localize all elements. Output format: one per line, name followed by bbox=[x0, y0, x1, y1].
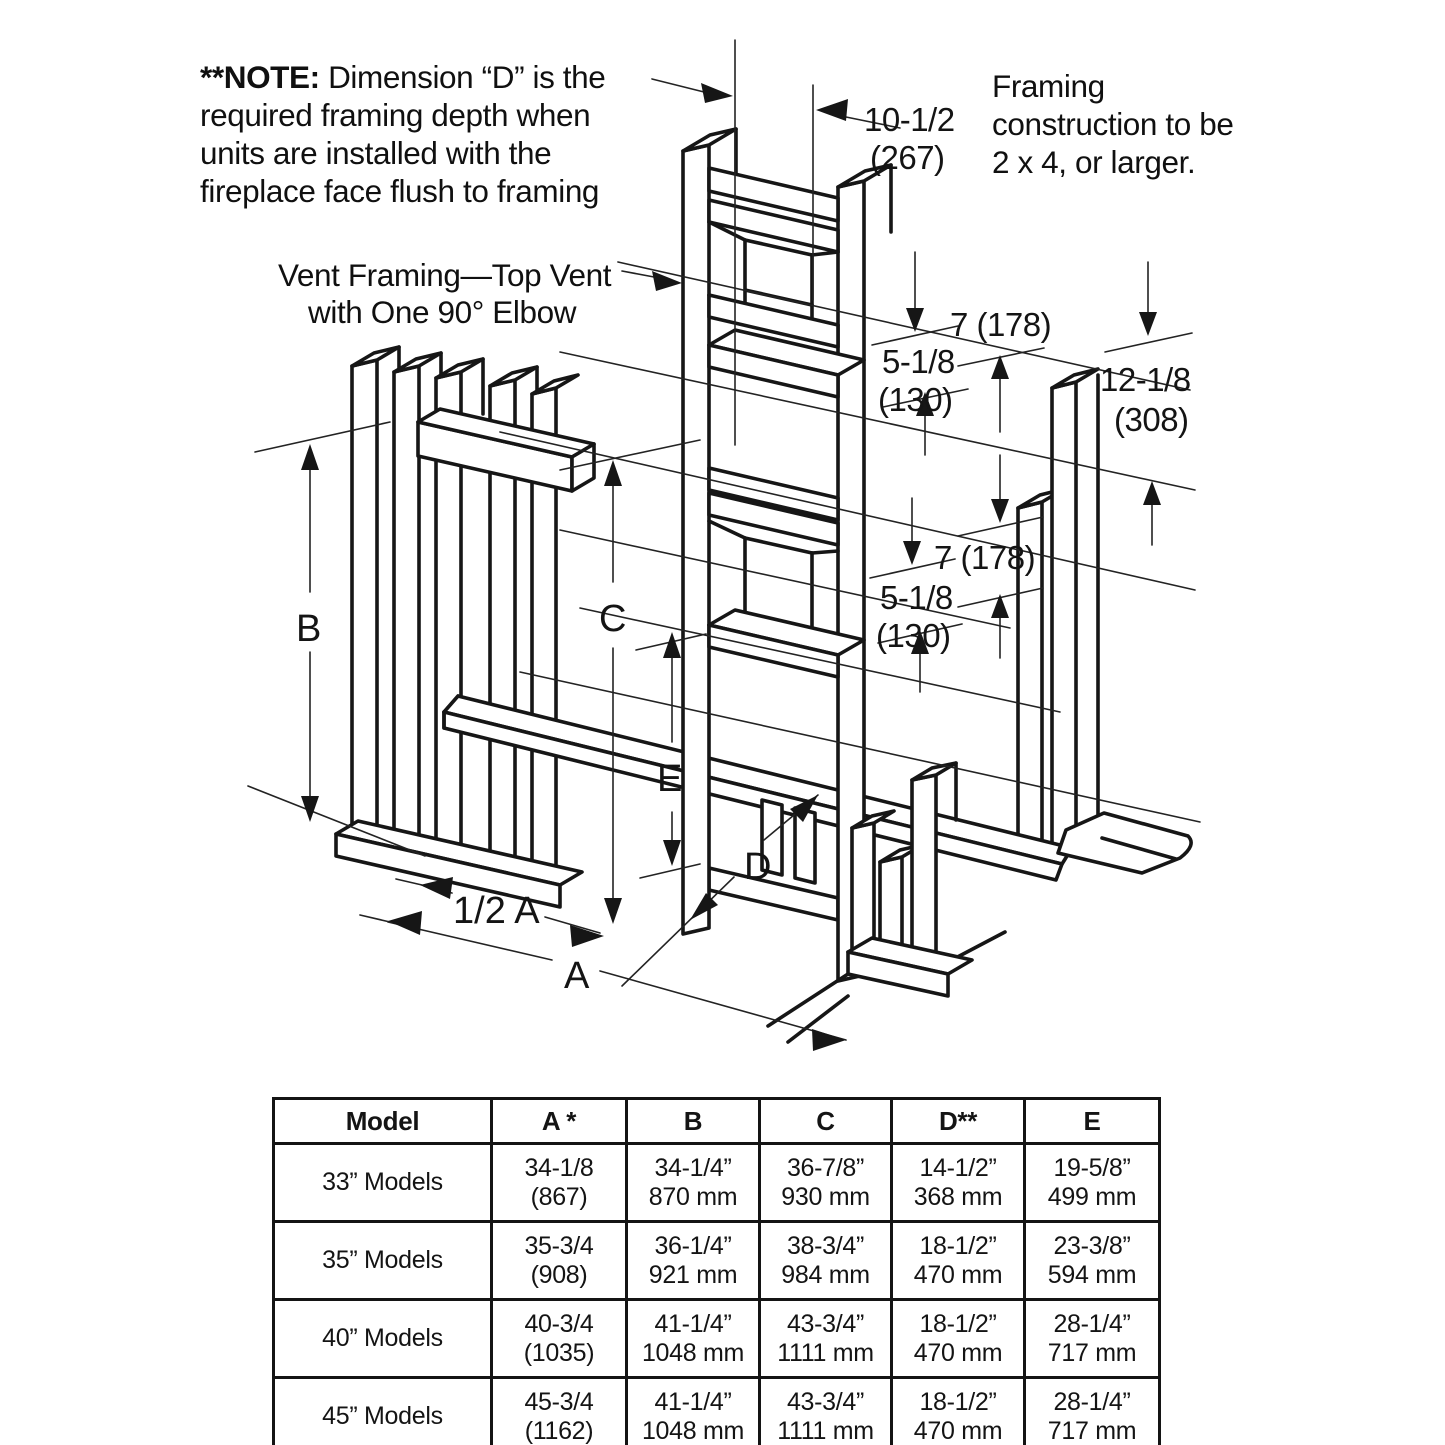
dim-letter-a: A bbox=[564, 955, 590, 997]
right-front-wall bbox=[766, 761, 1007, 1044]
datum-lines bbox=[247, 39, 1201, 879]
model-dimension-table: Model A * B C D** E 33” Models 34-1/8(86… bbox=[272, 1097, 1161, 1445]
cell-d: 14-1/2”368 mm bbox=[890, 1142, 1026, 1223]
col-header-e: E bbox=[1023, 1097, 1161, 1145]
cell-a: 34-1/8(867) bbox=[490, 1142, 628, 1223]
cell-d: 18-1/2”470 mm bbox=[890, 1298, 1026, 1379]
vent-framing-label-line1: Vent Framing—Top Vent bbox=[278, 257, 612, 293]
diagram-labels: **NOTE: Dimension “D” is the required fr… bbox=[200, 59, 1234, 997]
dim-letter-e: E bbox=[657, 758, 682, 800]
note-text-line1: **NOTE: Dimension “D” is the bbox=[200, 59, 605, 95]
cell-e: 19-5/8”499 mm bbox=[1023, 1142, 1161, 1223]
cell-b: 41-1/4”1048 mm bbox=[625, 1298, 761, 1379]
cell-a: 40-3/4(1035) bbox=[490, 1298, 628, 1379]
dim-gap5-top-in: 5-1/8 bbox=[882, 343, 955, 380]
table-row: 40” Models 40-3/4(1035) 41-1/4”1048 mm 4… bbox=[272, 1298, 1161, 1379]
note-text-line4: fireplace face flush to framing bbox=[200, 173, 599, 209]
dim-letter-c: C bbox=[599, 598, 626, 640]
left-wall-framing bbox=[334, 345, 596, 909]
cell-b: 41-1/4”1048 mm bbox=[625, 1376, 761, 1445]
cell-c: 38-3/4”984 mm bbox=[758, 1220, 893, 1301]
cell-e: 23-3/8”594 mm bbox=[1023, 1220, 1161, 1301]
framing-note-line1: Framing bbox=[992, 68, 1105, 104]
right-tall-studs bbox=[1016, 367, 1100, 860]
dim-vent-width-in: 10-1/2 bbox=[864, 101, 955, 138]
dim-gap5-bottom-mm: (130) bbox=[876, 617, 951, 654]
dim-gap5-top-mm: (130) bbox=[878, 381, 953, 418]
cell-c: 36-7/8”930 mm bbox=[758, 1142, 893, 1223]
dim-half-a: 1/2 A bbox=[453, 890, 540, 932]
cell-b: 34-1/4”870 mm bbox=[625, 1142, 761, 1223]
col-header-a: A * bbox=[490, 1097, 628, 1145]
col-header-d: D** bbox=[890, 1097, 1026, 1145]
cell-a: 45-3/4(1162) bbox=[490, 1376, 628, 1445]
vent-framing-label-line2: with One 90° Elbow bbox=[307, 294, 577, 330]
dim-vent-width-mm: (267) bbox=[870, 139, 945, 176]
cell-c: 43-3/4”1111 mm bbox=[758, 1376, 893, 1445]
dim-gap7-top: 7 (178) bbox=[950, 306, 1051, 343]
dim-gap7-bottom: 7 (178) bbox=[934, 539, 1035, 576]
dim-gap5-bottom-in: 5-1/8 bbox=[880, 579, 953, 616]
dim-letter-b: B bbox=[296, 608, 321, 650]
col-header-model: Model bbox=[272, 1097, 493, 1145]
col-header-b: B bbox=[625, 1097, 761, 1145]
framing-note-line3: 2 x 4, or larger. bbox=[992, 144, 1195, 180]
dim-letter-d: D bbox=[744, 846, 771, 888]
cell-model: 35” Models bbox=[272, 1220, 493, 1301]
note-text-line2: required framing depth when bbox=[200, 97, 590, 133]
cell-d: 18-1/2”470 mm bbox=[890, 1376, 1026, 1445]
vent-chase-framing bbox=[681, 127, 893, 983]
table-row: 35” Models 35-3/4(908) 36-1/4”921 mm 38-… bbox=[272, 1220, 1161, 1301]
framing-note-line2: construction to be bbox=[992, 106, 1233, 142]
cell-e: 28-1/4”717 mm bbox=[1023, 1376, 1161, 1445]
dim-offset12-in: 12-1/8 bbox=[1100, 361, 1191, 398]
cell-b: 36-1/4”921 mm bbox=[625, 1220, 761, 1301]
vent-framing-isometric-diagram: **NOTE: Dimension “D” is the required fr… bbox=[200, 39, 1234, 1051]
cell-model: 33” Models bbox=[272, 1142, 493, 1223]
col-header-c: C bbox=[758, 1097, 893, 1145]
cell-d: 18-1/2”470 mm bbox=[890, 1220, 1026, 1301]
cell-a: 35-3/4(908) bbox=[490, 1220, 628, 1301]
dimension-system bbox=[301, 78, 1161, 1051]
cell-e: 28-1/4”717 mm bbox=[1023, 1298, 1161, 1379]
cell-c: 43-3/4”1111 mm bbox=[758, 1298, 893, 1379]
dim-offset12-mm: (308) bbox=[1114, 401, 1189, 438]
table-row: 33” Models 34-1/8(867) 34-1/4”870 mm 36-… bbox=[272, 1142, 1161, 1223]
table-header-row: Model A * B C D** E bbox=[272, 1097, 1161, 1145]
note-text-line3: units are installed with the bbox=[200, 135, 551, 171]
cell-model: 45” Models bbox=[272, 1376, 493, 1445]
cell-model: 40” Models bbox=[272, 1298, 493, 1379]
table-row: 45” Models 45-3/4(1162) 41-1/4”1048 mm 4… bbox=[272, 1376, 1161, 1445]
